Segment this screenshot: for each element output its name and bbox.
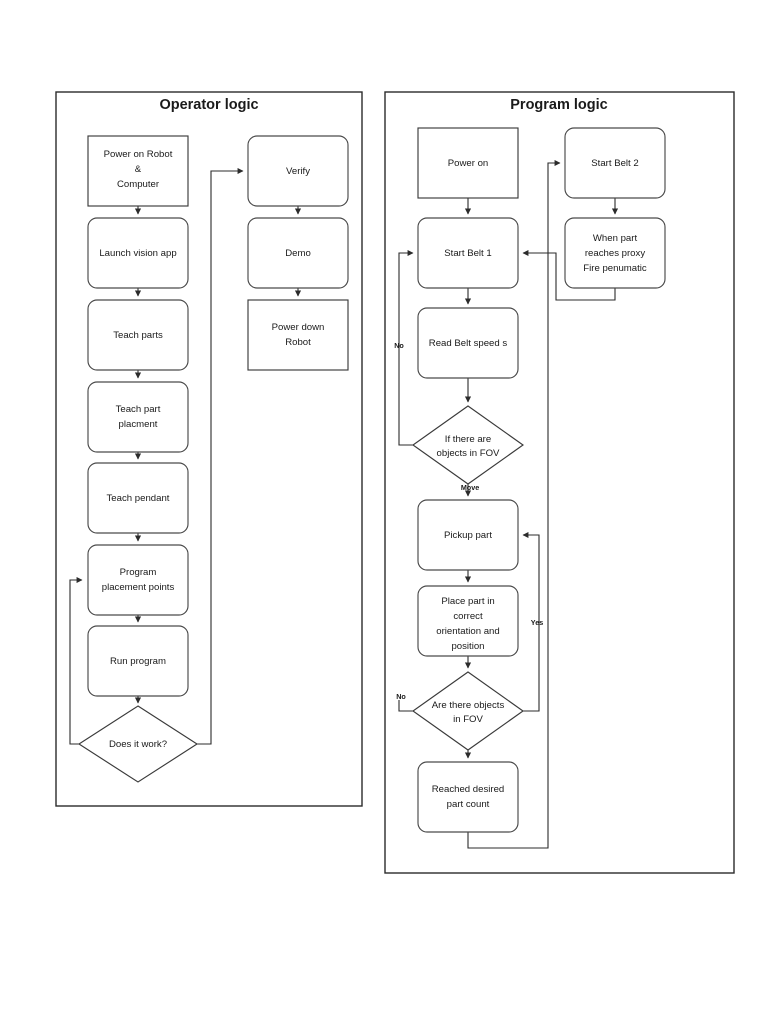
node-does-it-work-line-0: Does it work?	[109, 739, 167, 750]
node-reached-count-line-0: Reached desired	[432, 784, 505, 795]
node-power-down-robot[interactable]: Power down Robot	[247, 299, 349, 371]
node-demo-line-0: Demo	[285, 248, 311, 259]
node-power-on-robot[interactable]: Power on Robot & Computer	[87, 135, 189, 207]
node-power-down-robot-line-0: Power down	[272, 322, 325, 333]
node-teach-part-placment-line-0: Teach part	[116, 404, 161, 415]
node-if-objects-in-fov-shape[interactable]	[412, 405, 524, 485]
program-edges: No Move Yes No	[394, 159, 619, 849]
edge-label-yes: Yes	[531, 618, 543, 627]
node-demo-shape[interactable]	[247, 217, 349, 289]
node-start-belt-1-line-0: Start Belt 1	[444, 248, 491, 259]
node-place-part[interactable]: Place part in correct orientation and po…	[417, 585, 519, 657]
node-teach-part-placment-shape[interactable]	[87, 381, 189, 453]
node-does-it-work-shape[interactable]	[77, 705, 199, 783]
node-if-objects-fov-line-1: objects in FOV	[437, 448, 501, 459]
node-teach-part-placment-line-1: placment	[119, 419, 158, 430]
node-teach-pendant[interactable]: Teach pendant	[87, 462, 189, 534]
edge-label-no-bottom: No	[396, 692, 406, 701]
node-start-belt-2-line-0: Start Belt 2	[591, 158, 638, 169]
node-are-objects-fov-line-0: Are there objects	[432, 700, 505, 711]
node-when-part-line-0: When part	[593, 233, 638, 244]
node-when-part-line-1: reaches proxy	[585, 248, 645, 259]
node-start-belt-2[interactable]: Start Belt 2	[564, 127, 666, 199]
node-verify[interactable]: Verify	[247, 135, 349, 207]
node-are-there-objects-in-fov-shape[interactable]	[412, 671, 524, 751]
edge-label-move: Move	[461, 483, 479, 492]
edge-reached-count-to-belt2	[467, 159, 561, 849]
operator-edges	[69, 167, 302, 745]
node-power-on-line-0: Power on	[448, 158, 489, 169]
edge-does-it-work-loop-back	[69, 576, 83, 745]
node-program-placement-points[interactable]: Program placement points	[87, 544, 189, 616]
node-does-it-work[interactable]: Does it work?	[77, 705, 199, 783]
program-nodes: Power on Start Belt 1 Read Belt speed s …	[412, 127, 666, 833]
node-power-down-robot-shape[interactable]	[247, 299, 349, 371]
node-if-objects-fov-line-0: If there are	[445, 434, 491, 445]
node-launch-vision-app-line-0: Launch vision app	[99, 248, 176, 259]
node-power-on-robot-shape[interactable]	[87, 135, 189, 207]
node-when-part-line-2: Fire penumatic	[583, 263, 647, 274]
node-reached-desired-part-count[interactable]: Reached desired part count	[417, 761, 519, 833]
edge-are-objects-yes-to-pickup	[522, 531, 540, 712]
node-teach-pendant-line-0: Teach pendant	[107, 493, 170, 504]
node-verify-line-0: Verify	[286, 166, 310, 177]
node-place-part-line-1: correct	[453, 611, 483, 622]
node-run-program[interactable]: Run program	[87, 625, 189, 697]
node-teach-part-placment[interactable]: Teach part placment	[87, 381, 189, 453]
node-power-on-robot-line-0: Power on Robot	[104, 149, 173, 160]
node-when-part-reaches-proxy[interactable]: When part reaches proxy Fire penumatic	[564, 217, 666, 289]
node-launch-vision-app-shape[interactable]	[87, 217, 189, 289]
edge-label-no-left: No	[394, 341, 404, 350]
node-power-on[interactable]: Power on	[417, 127, 519, 199]
node-reached-desired-part-count-shape[interactable]	[417, 761, 519, 833]
node-run-program-shape[interactable]	[87, 625, 189, 697]
node-program-placement-points-shape[interactable]	[87, 544, 189, 616]
operator-nodes: Power on Robot & Computer Launch vision …	[77, 135, 349, 783]
node-are-objects-fov-line-1: in FOV	[453, 714, 483, 725]
node-start-belt-1[interactable]: Start Belt 1	[417, 217, 519, 289]
node-read-belt-speed[interactable]: Read Belt speed s	[417, 307, 519, 379]
node-pickup-part[interactable]: Pickup part	[417, 499, 519, 571]
node-teach-parts-line-0: Teach parts	[113, 330, 163, 341]
node-read-belt-speed-shape[interactable]	[417, 307, 519, 379]
node-verify-shape[interactable]	[247, 135, 349, 207]
program-panel-title: Program logic	[510, 97, 608, 113]
edge-does-it-work-to-verify	[197, 167, 244, 745]
node-pickup-part-line-0: Pickup part	[444, 530, 492, 541]
operator-panel-title: Operator logic	[159, 97, 258, 113]
node-if-objects-in-fov[interactable]: If there are objects in FOV	[412, 405, 524, 485]
node-start-belt-1-shape[interactable]	[417, 217, 519, 289]
node-when-part-reaches-proxy-shape[interactable]	[564, 217, 666, 289]
node-program-placement-line-1: placement points	[102, 582, 175, 593]
node-run-program-line-0: Run program	[110, 656, 166, 667]
node-teach-pendant-shape[interactable]	[87, 462, 189, 534]
node-launch-vision-app[interactable]: Launch vision app	[87, 217, 189, 289]
node-pickup-part-shape[interactable]	[417, 499, 519, 571]
node-place-part-line-2: orientation and	[436, 626, 499, 637]
node-place-part-shape[interactable]	[417, 585, 519, 657]
node-demo[interactable]: Demo	[247, 217, 349, 289]
node-teach-parts[interactable]: Teach parts	[87, 299, 189, 371]
node-read-belt-speed-line-0: Read Belt speed s	[429, 338, 508, 349]
edge-when-part-to-belt1	[522, 249, 616, 301]
node-start-belt-2-shape[interactable]	[564, 127, 666, 199]
node-power-on-shape[interactable]	[417, 127, 519, 199]
edge-if-fov-no-to-belt1	[398, 249, 414, 446]
node-power-down-robot-line-1: Robot	[285, 337, 311, 348]
program-panel-border	[384, 91, 735, 874]
node-place-part-line-3: position	[451, 641, 484, 652]
edge-are-objects-no-stub	[398, 700, 413, 712]
node-program-placement-line-0: Program	[120, 567, 157, 578]
panel-program-logic: Program logic	[384, 91, 735, 874]
node-power-on-robot-line-1: &	[135, 164, 142, 175]
node-power-on-robot-line-2: Computer	[117, 179, 160, 190]
node-reached-count-line-1: part count	[447, 799, 490, 810]
node-place-part-line-0: Place part in	[441, 596, 494, 607]
node-are-there-objects-in-fov[interactable]: Are there objects in FOV	[412, 671, 524, 751]
node-teach-parts-shape[interactable]	[87, 299, 189, 371]
